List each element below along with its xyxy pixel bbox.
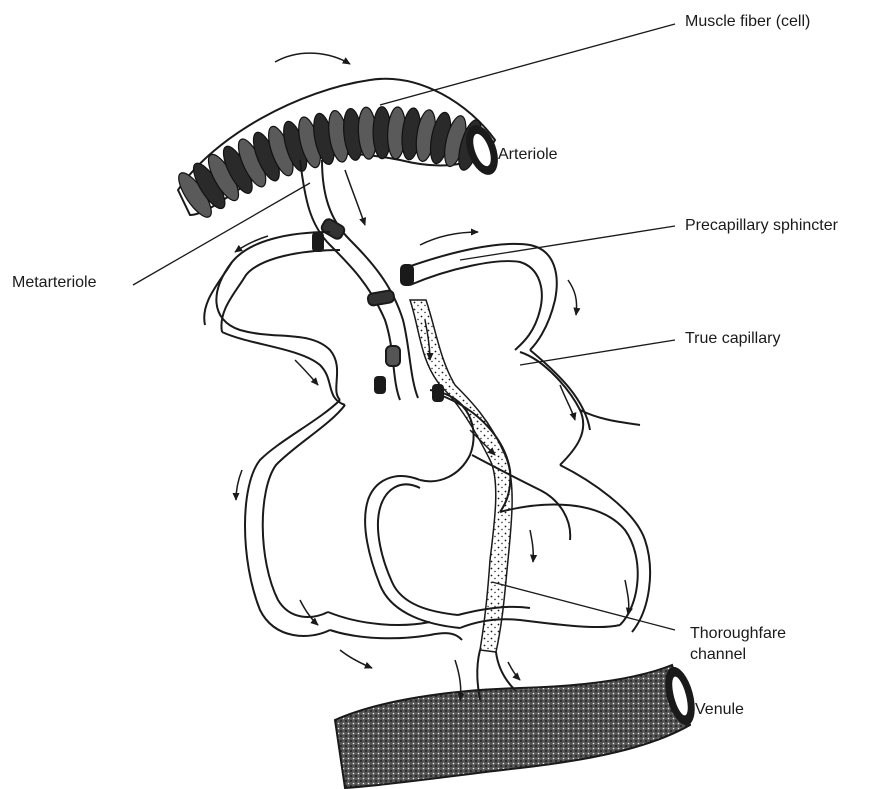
label-precapillary-sphincter: Precapillary sphincter [685,216,838,235]
label-arteriole: Arteriole [498,145,558,164]
label-true-capillary: True capillary [685,329,780,348]
label-venule: Venule [695,700,744,719]
label-thoroughfare-line1: Thoroughfare [690,624,786,643]
venule-vessel [335,650,700,788]
label-thoroughfare-line2: channel [690,645,746,664]
label-metarteriole: Metarteriole [12,273,96,292]
capillary-network [204,232,650,640]
thoroughfare-channel-vessel [410,300,512,652]
leader-muscle-fiber [380,24,675,105]
label-muscle-fiber: Muscle fiber (cell) [685,12,810,31]
leader-true-capillary [520,340,675,365]
leader-precapillary-sphincter [460,226,675,260]
arteriole-vessel [173,79,504,222]
